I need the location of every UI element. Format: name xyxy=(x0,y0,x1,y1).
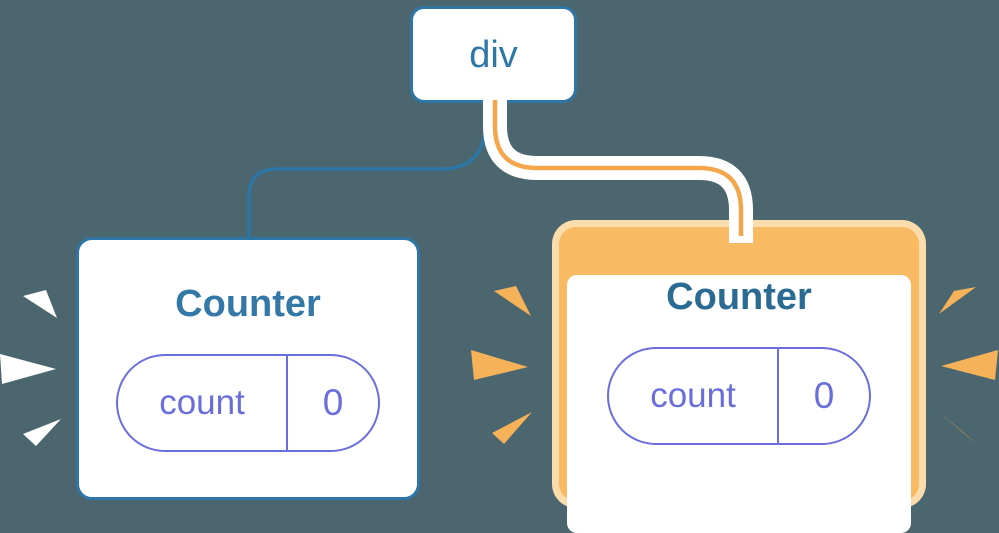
burst-ray-icon xyxy=(23,290,57,318)
burst-ray-icon xyxy=(492,412,532,444)
edge-to-right-counter-highlighted xyxy=(492,100,744,236)
state-value: 0 xyxy=(322,381,344,423)
burst-ray-icon xyxy=(938,411,976,444)
highlight-ring: Counter count 0 xyxy=(559,227,919,533)
burst-ray-icon xyxy=(0,354,56,384)
orange-burst-rays-left-icon xyxy=(471,286,532,444)
state-pill: count 0 xyxy=(116,353,380,452)
counter-card-inner: Counter count 0 xyxy=(567,275,911,533)
root-node-div: div xyxy=(410,6,577,103)
counter-title: Counter xyxy=(175,283,321,325)
burst-ray-icon xyxy=(471,350,528,380)
burst-ray-icon xyxy=(494,286,531,316)
counter-node-right-highlighted: Counter count 0 xyxy=(552,220,926,533)
white-burst-rays-icon xyxy=(0,290,61,446)
burst-ray-icon xyxy=(939,287,976,314)
counter-title: Counter xyxy=(666,276,812,318)
state-pill: count 0 xyxy=(607,346,871,445)
state-key-label: count xyxy=(609,348,779,443)
burst-ray-icon xyxy=(941,350,998,380)
orange-burst-rays-right-icon xyxy=(938,287,998,444)
edge-to-left-counter xyxy=(247,100,488,240)
burst-ray-icon xyxy=(23,419,61,446)
counter-node-left: Counter count 0 xyxy=(76,237,420,500)
root-node-label: div xyxy=(469,33,518,76)
state-value: 0 xyxy=(813,374,835,416)
state-key-label: count xyxy=(118,355,288,450)
react-tree-diagram: div Counter count 0 Counter count 0 xyxy=(0,6,998,533)
